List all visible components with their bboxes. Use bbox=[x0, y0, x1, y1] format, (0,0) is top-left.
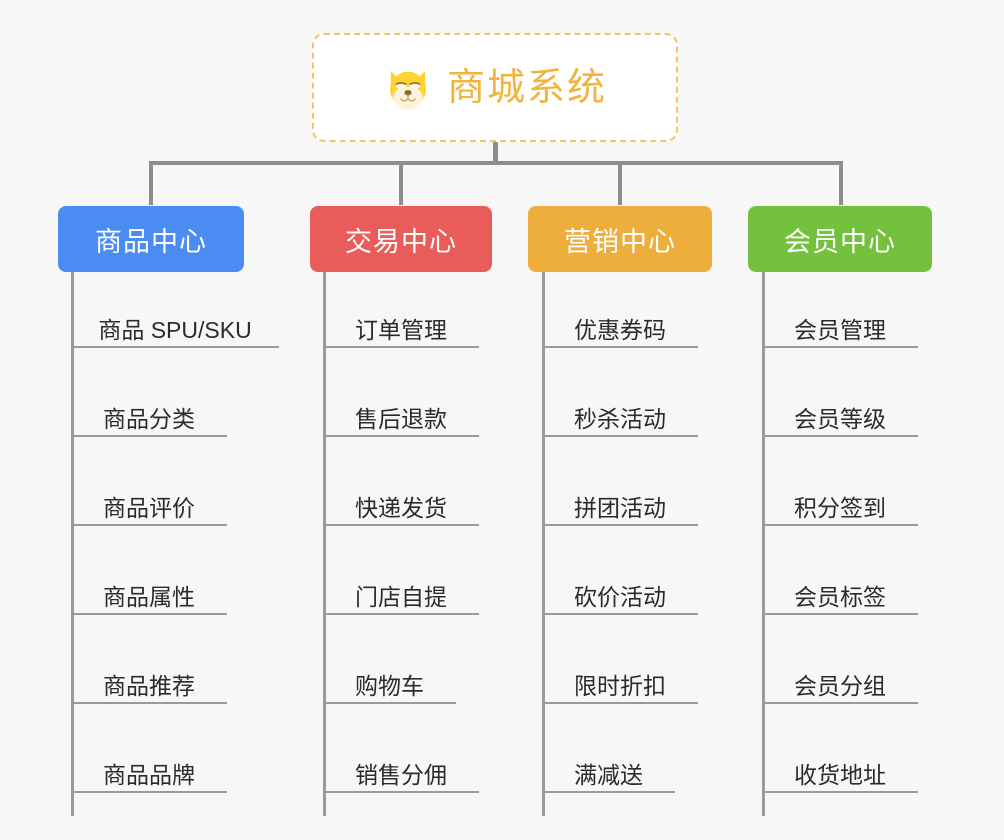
leaf-item-trade-6[interactable]: 销售分佣 bbox=[323, 749, 479, 793]
leaf-label: 销售分佣 bbox=[355, 761, 447, 788]
connector-horizontal-bus bbox=[149, 161, 843, 165]
leaf-item-trade-4[interactable]: 门店自提 bbox=[323, 571, 479, 615]
column-spine-product-center bbox=[71, 272, 74, 816]
leaf-item-trade-1[interactable]: 订单管理 bbox=[323, 304, 479, 348]
leaf-item-product-5[interactable]: 商品推荐 bbox=[71, 660, 227, 704]
category-label-member-center: 会员中心 bbox=[784, 226, 896, 257]
root-node-mall-system[interactable]: 商城系统 bbox=[312, 33, 678, 142]
column-spine-marketing-center bbox=[542, 272, 545, 816]
leaf-label: 收货地址 bbox=[794, 761, 886, 788]
leaf-item-marketing-4[interactable]: 砍价活动 bbox=[542, 571, 698, 615]
category-label-marketing-center: 营销中心 bbox=[564, 226, 676, 257]
leaf-label: 快递发货 bbox=[355, 494, 447, 521]
column-spine-member-center bbox=[762, 272, 765, 816]
category-box-marketing-center[interactable]: 营销中心 bbox=[528, 206, 712, 272]
category-box-member-center[interactable]: 会员中心 bbox=[748, 206, 932, 272]
column-spine-trade-center bbox=[323, 272, 326, 816]
leaf-label: 会员标签 bbox=[794, 583, 886, 610]
category-box-product-center[interactable]: 商品中心 bbox=[58, 206, 244, 272]
leaf-label: 优惠券码 bbox=[574, 316, 666, 343]
connector-root-stem bbox=[493, 142, 498, 164]
leaf-item-product-1[interactable]: 商品 SPU/SKU bbox=[71, 304, 279, 348]
leaf-label: 会员分组 bbox=[794, 672, 886, 699]
leaf-label: 商品属性 bbox=[103, 583, 195, 610]
leaf-item-product-6[interactable]: 商品品牌 bbox=[71, 749, 227, 793]
connector-drop-product-center bbox=[149, 161, 153, 205]
connector-drop-marketing-center bbox=[618, 161, 622, 205]
leaf-label: 商品品牌 bbox=[103, 761, 195, 788]
leaf-label: 秒杀活动 bbox=[574, 405, 666, 432]
leaf-label: 商品 SPU/SKU bbox=[98, 316, 252, 343]
leaf-label: 砍价活动 bbox=[574, 583, 666, 610]
leaf-item-trade-5[interactable]: 购物车 bbox=[323, 660, 456, 704]
category-box-trade-center[interactable]: 交易中心 bbox=[310, 206, 492, 272]
leaf-item-marketing-5[interactable]: 限时折扣 bbox=[542, 660, 698, 704]
leaf-item-marketing-1[interactable]: 优惠券码 bbox=[542, 304, 698, 348]
category-label-product-center: 商品中心 bbox=[95, 226, 207, 257]
leaf-label: 积分签到 bbox=[794, 494, 886, 521]
leaf-item-member-5[interactable]: 会员分组 bbox=[762, 660, 918, 704]
leaf-item-member-6[interactable]: 收货地址 bbox=[762, 749, 918, 793]
leaf-item-member-2[interactable]: 会员等级 bbox=[762, 393, 918, 437]
leaf-label: 门店自提 bbox=[355, 583, 447, 610]
leaf-label: 购物车 bbox=[355, 672, 424, 699]
leaf-item-product-4[interactable]: 商品属性 bbox=[71, 571, 227, 615]
leaf-item-product-3[interactable]: 商品评价 bbox=[71, 482, 227, 526]
leaf-label: 拼团活动 bbox=[574, 494, 666, 521]
leaf-item-member-3[interactable]: 积分签到 bbox=[762, 482, 918, 526]
leaf-item-trade-2[interactable]: 售后退款 bbox=[323, 393, 479, 437]
leaf-item-marketing-6[interactable]: 满减送 bbox=[542, 749, 675, 793]
category-label-trade-center: 交易中心 bbox=[345, 226, 457, 257]
leaf-label: 商品推荐 bbox=[103, 672, 195, 699]
connector-drop-trade-center bbox=[399, 161, 403, 205]
leaf-label: 会员等级 bbox=[794, 405, 886, 432]
leaf-item-member-1[interactable]: 会员管理 bbox=[762, 304, 918, 348]
leaf-item-member-4[interactable]: 会员标签 bbox=[762, 571, 918, 615]
leaf-item-product-2[interactable]: 商品分类 bbox=[71, 393, 227, 437]
leaf-label: 限时折扣 bbox=[574, 672, 666, 699]
leaf-label: 商品分类 bbox=[103, 405, 195, 432]
leaf-item-trade-3[interactable]: 快递发货 bbox=[323, 482, 479, 526]
leaf-label: 订单管理 bbox=[355, 316, 447, 343]
leaf-label: 满减送 bbox=[574, 761, 643, 788]
leaf-label: 商品评价 bbox=[103, 494, 195, 521]
shiba-dog-icon bbox=[383, 63, 433, 113]
leaf-label: 售后退款 bbox=[355, 405, 447, 432]
root-node-title: 商城系统 bbox=[446, 66, 607, 109]
connector-drop-member-center bbox=[839, 161, 843, 205]
leaf-item-marketing-3[interactable]: 拼团活动 bbox=[542, 482, 698, 526]
leaf-label: 会员管理 bbox=[794, 316, 886, 343]
leaf-item-marketing-2[interactable]: 秒杀活动 bbox=[542, 393, 698, 437]
